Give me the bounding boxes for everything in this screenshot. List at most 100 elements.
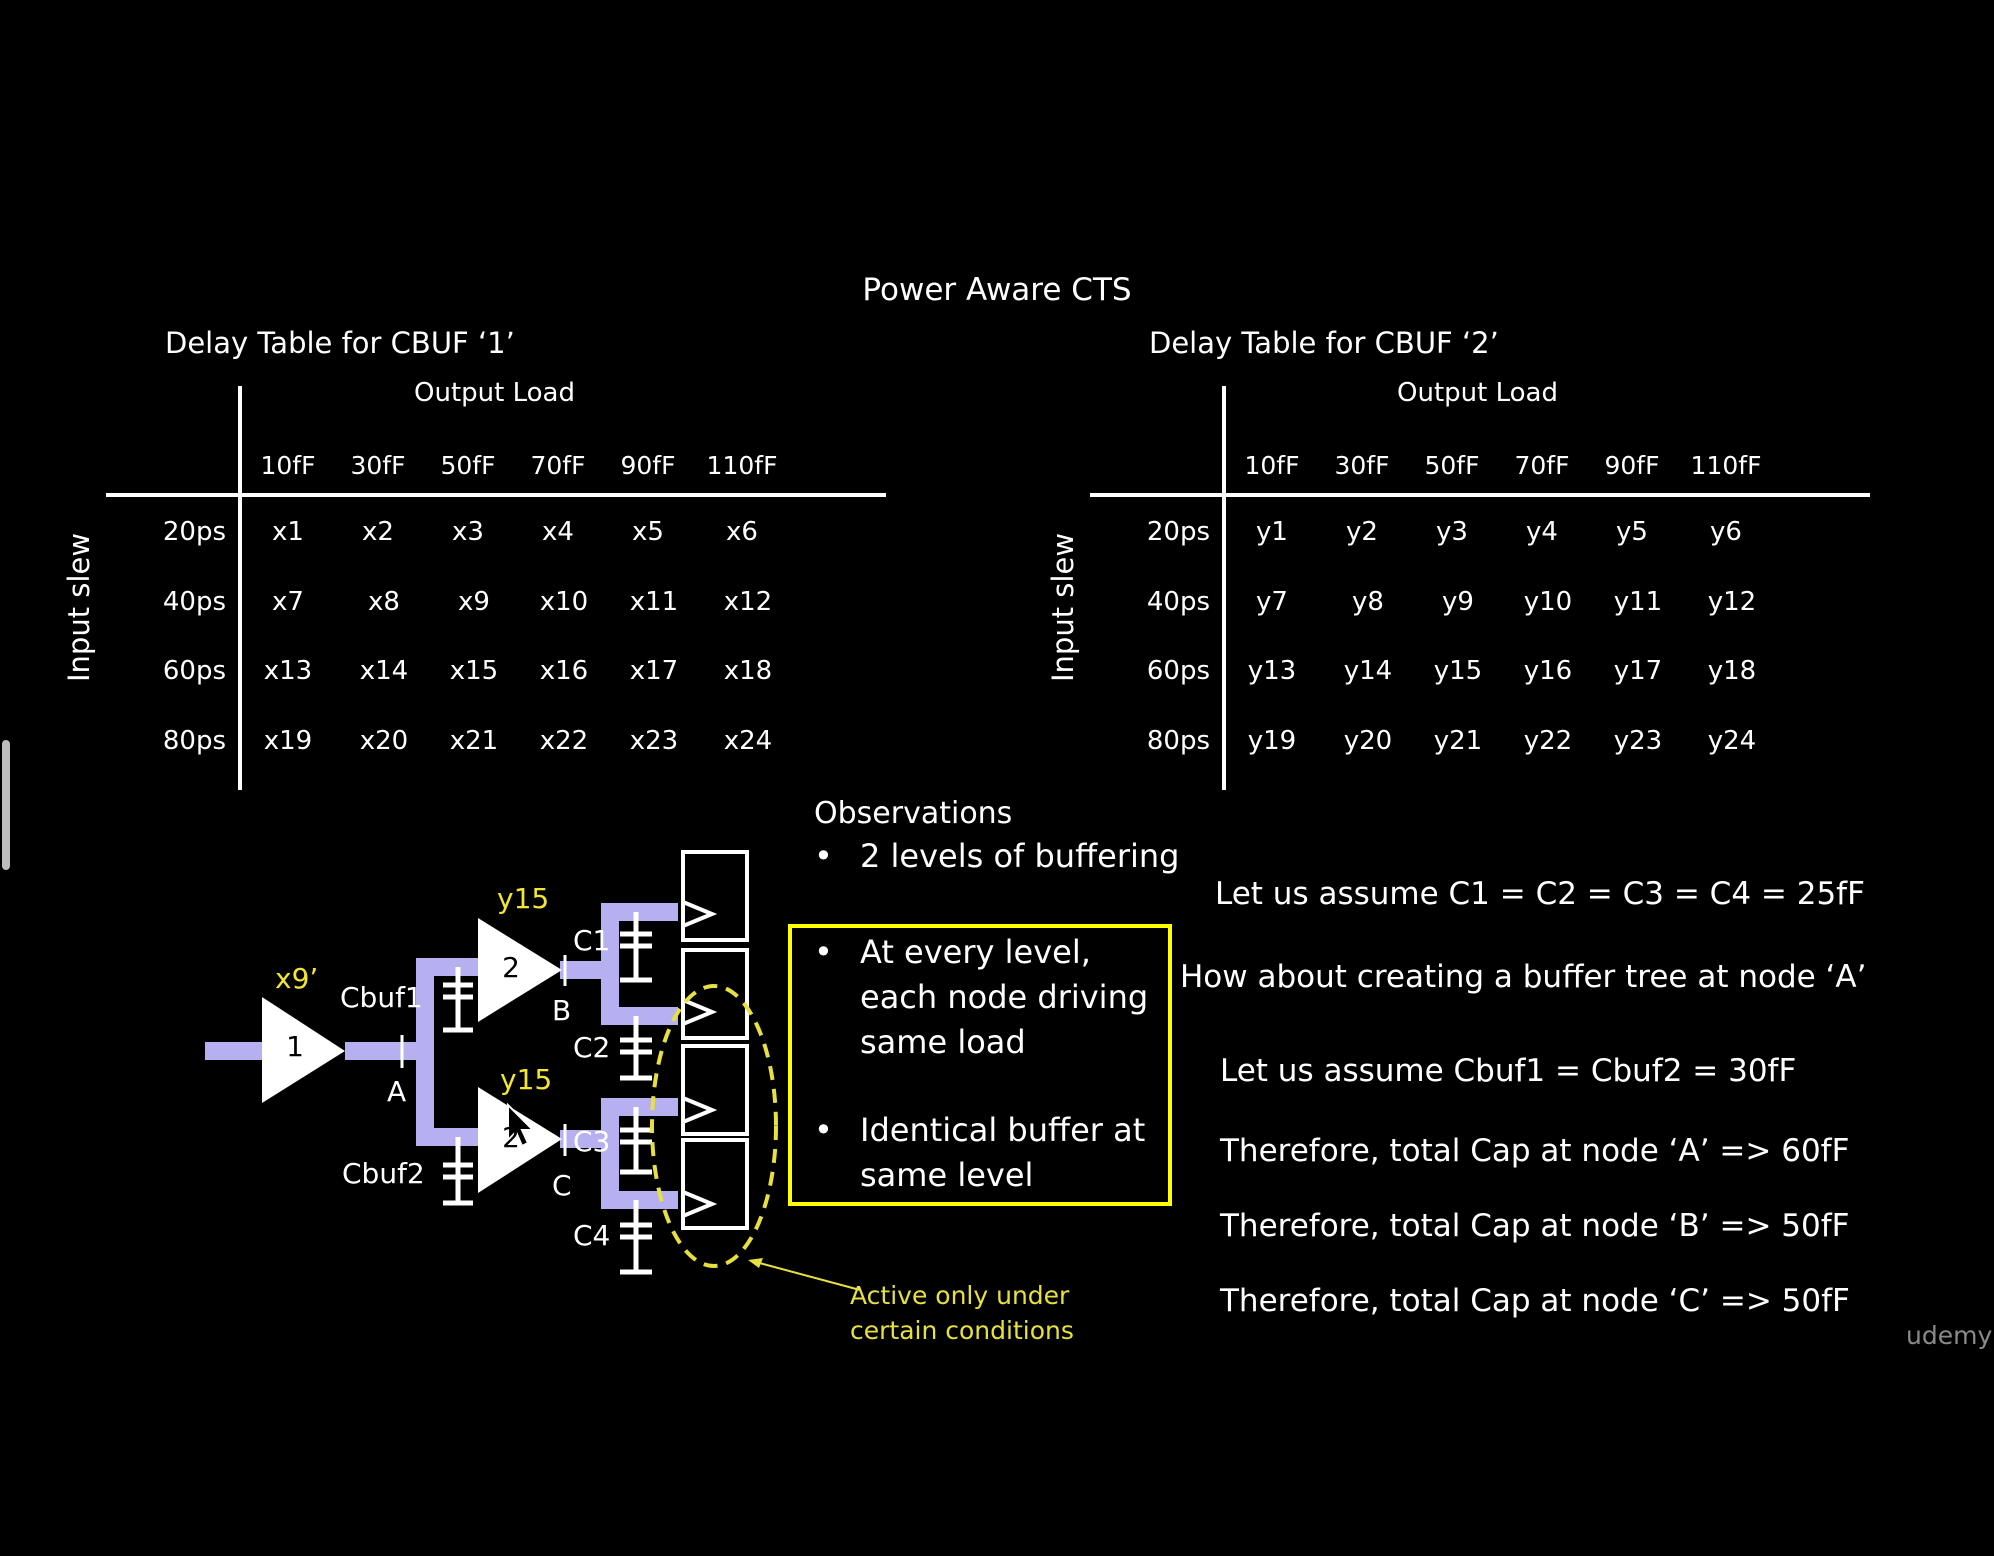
page-title: Power Aware CTS bbox=[862, 272, 1132, 308]
table1-cell: x4 bbox=[542, 517, 574, 547]
observations-heading: Observations bbox=[814, 796, 1013, 831]
table1-cell: x11 bbox=[629, 587, 679, 617]
table1-row-header: 40ps bbox=[162, 587, 226, 617]
observation-item-2: •At every level, each node driving same … bbox=[814, 930, 1164, 1065]
table1-cell: x2 bbox=[362, 517, 394, 547]
table1-cell: x20 bbox=[359, 726, 409, 756]
annotation-arrow-icon bbox=[748, 1258, 763, 1268]
wire-node-b bbox=[560, 903, 678, 1025]
table1-cell: x18 bbox=[723, 656, 773, 686]
table2-cell: y13 bbox=[1247, 656, 1297, 686]
note-cbuf-assumption: Let us assume Cbuf1 = Cbuf2 = 30fF bbox=[1220, 1053, 1797, 1089]
table2-cell: y14 bbox=[1343, 656, 1393, 686]
observation-item-1: •2 levels of buffering bbox=[814, 837, 1180, 875]
node-a-label: A bbox=[387, 1075, 407, 1108]
table2-cell: y24 bbox=[1707, 726, 1757, 756]
table2-cell: y1 bbox=[1256, 517, 1288, 547]
table1-cell: x14 bbox=[359, 656, 409, 686]
buffer-1-icon bbox=[262, 997, 345, 1103]
table2-col-header: 10fF bbox=[1244, 451, 1300, 480]
table2-cell: y17 bbox=[1613, 656, 1663, 686]
table1-cell: x10 bbox=[539, 587, 589, 617]
note-capacitor-assumption: Let us assume C1 = C2 = C3 = C4 = 25fF bbox=[1215, 876, 1865, 912]
cbuf2-label: Cbuf2 bbox=[342, 1157, 425, 1190]
conditional-ffs-ellipse-icon bbox=[650, 984, 778, 1268]
table1-cell: x3 bbox=[452, 517, 484, 547]
c2-label: C2 bbox=[573, 1031, 611, 1064]
table2-cell: y5 bbox=[1616, 517, 1648, 547]
table1-cell: x19 bbox=[263, 726, 313, 756]
table1-vertical-rule bbox=[238, 386, 242, 790]
table1-cell: x16 bbox=[539, 656, 589, 686]
table1-col-header: 110fF bbox=[706, 451, 778, 480]
table1-cell: x8 bbox=[368, 587, 400, 617]
table1-row-header: 20ps bbox=[162, 517, 226, 547]
table1-cell: x5 bbox=[632, 517, 664, 547]
node-c-label: C bbox=[552, 1169, 572, 1202]
mouse-cursor-icon bbox=[507, 1102, 536, 1148]
table2-col-header: 110fF bbox=[1690, 451, 1762, 480]
table1-col-header: 30fF bbox=[350, 451, 406, 480]
buffer-2-bottom-label: 2 bbox=[502, 1121, 520, 1154]
table2-horizontal-rule bbox=[1090, 493, 1870, 497]
table1-cell: x7 bbox=[272, 587, 304, 617]
table2-col-header: 30fF bbox=[1334, 451, 1390, 480]
table2-cell: y10 bbox=[1523, 587, 1573, 617]
table1-col-header: 10fF bbox=[260, 451, 316, 480]
table2-cell: y15 bbox=[1433, 656, 1483, 686]
table1-col-header: 50fF bbox=[440, 451, 496, 480]
udemy-watermark: udemy bbox=[1906, 1321, 1993, 1350]
c3-label: C3 bbox=[573, 1125, 611, 1158]
table2-cell: y6 bbox=[1710, 517, 1742, 547]
note-total-cap-a: Therefore, total Cap at node ‘A’ => 60fF bbox=[1220, 1133, 1850, 1169]
buffer-2-top-icon bbox=[478, 918, 562, 1022]
table2-col-header: 90fF bbox=[1604, 451, 1660, 480]
note-total-cap-c: Therefore, total Cap at node ‘C’ => 50fF bbox=[1220, 1283, 1850, 1319]
table1-cell: x9 bbox=[458, 587, 490, 617]
table1-row-header: 60ps bbox=[162, 656, 226, 686]
table1-cell: x15 bbox=[449, 656, 499, 686]
table1-cell: x23 bbox=[629, 726, 679, 756]
c2-capacitor-icon bbox=[620, 1016, 652, 1081]
table1-row-header: 80ps bbox=[162, 726, 226, 756]
c4-label: C4 bbox=[573, 1219, 611, 1252]
c3-capacitor-icon bbox=[620, 1107, 652, 1175]
table2-cell: y7 bbox=[1256, 587, 1288, 617]
scrollbar-handle[interactable] bbox=[2, 740, 10, 870]
buffer-2-top-label: 2 bbox=[502, 951, 520, 984]
observation-item-3: •Identical buffer at same level bbox=[814, 1108, 1164, 1198]
table2-cell: y9 bbox=[1442, 587, 1474, 617]
note-total-cap-b: Therefore, total Cap at node ‘B’ => 50fF bbox=[1220, 1208, 1850, 1244]
table2-cell: y20 bbox=[1343, 726, 1393, 756]
table2-cell: y18 bbox=[1707, 656, 1757, 686]
table2-cell: y16 bbox=[1523, 656, 1573, 686]
observation-item-3-text: Identical buffer at same level bbox=[860, 1111, 1146, 1194]
conditional-annotation: Active only under certain conditions bbox=[850, 1281, 1074, 1345]
flip-flop-4-icon bbox=[681, 1138, 749, 1230]
table2-cell: y23 bbox=[1613, 726, 1663, 756]
wire-branch-a bbox=[416, 958, 478, 1146]
flip-flop-1-icon bbox=[681, 850, 749, 942]
node-b-label: B bbox=[552, 994, 572, 1027]
table1-col-header: 90fF bbox=[620, 451, 676, 480]
table2-col-header: 70fF bbox=[1514, 451, 1570, 480]
table2-cell: y21 bbox=[1433, 726, 1483, 756]
table2-cell: y2 bbox=[1346, 517, 1378, 547]
table2-row-header: 40ps bbox=[1146, 587, 1210, 617]
table2-cell: y19 bbox=[1247, 726, 1297, 756]
table1-cell: x17 bbox=[629, 656, 679, 686]
table2-cell: y4 bbox=[1526, 517, 1558, 547]
buffer-1-label: 1 bbox=[286, 1030, 304, 1063]
table2-cell: y12 bbox=[1707, 587, 1757, 617]
table2-row-header: 80ps bbox=[1146, 726, 1210, 756]
table1-cell: x22 bbox=[539, 726, 589, 756]
observations-highlight-box: •At every level, each node driving same … bbox=[788, 924, 1172, 1206]
table2-row-header: 60ps bbox=[1146, 656, 1210, 686]
table2-cell: y11 bbox=[1613, 587, 1663, 617]
table1-cell: x21 bbox=[449, 726, 499, 756]
table2-cell: y8 bbox=[1352, 587, 1384, 617]
buffer-1-delay: x9’ bbox=[275, 962, 319, 995]
flip-flop-3-icon bbox=[681, 1044, 749, 1136]
table1-cell: x6 bbox=[726, 517, 758, 547]
